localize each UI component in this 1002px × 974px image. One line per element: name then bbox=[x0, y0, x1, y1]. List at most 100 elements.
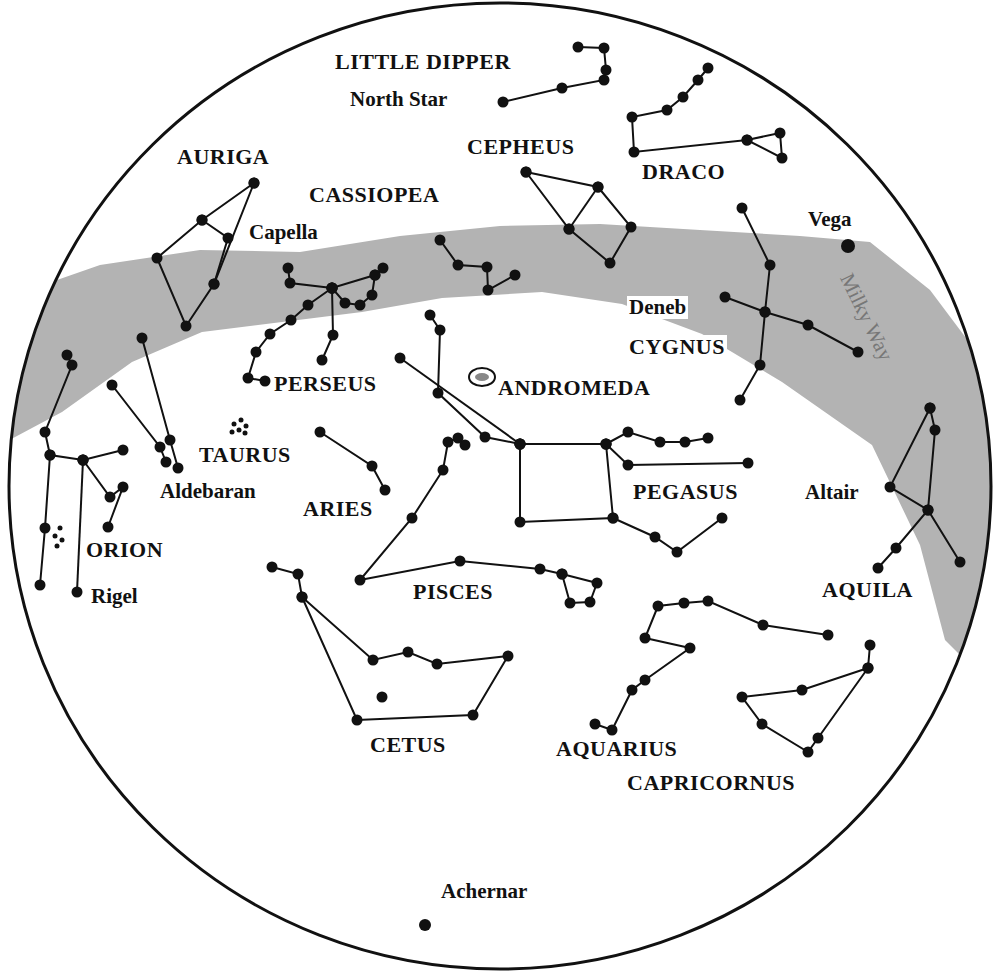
constellation-name: PISCES bbox=[411, 580, 495, 604]
star-dot bbox=[293, 569, 304, 580]
star-dot bbox=[777, 153, 788, 164]
star-dot bbox=[521, 167, 532, 178]
star-dot bbox=[564, 224, 575, 235]
star-dot bbox=[72, 587, 83, 598]
star-dot bbox=[742, 135, 753, 146]
star-dot bbox=[380, 485, 391, 496]
star-dot bbox=[601, 439, 612, 450]
star-dot bbox=[703, 596, 714, 607]
draco-lines bbox=[632, 68, 782, 158]
star-dot bbox=[608, 513, 619, 524]
auriga-lines bbox=[202, 220, 228, 284]
star-dot bbox=[923, 505, 934, 516]
star-dot bbox=[823, 630, 834, 641]
star-dot bbox=[685, 643, 696, 654]
constellation-name: AURIGA bbox=[175, 145, 271, 169]
pleiades-star bbox=[237, 428, 242, 433]
star-dot bbox=[251, 347, 262, 358]
star-dot bbox=[653, 601, 664, 612]
constellation-name: TAURUS bbox=[197, 443, 293, 467]
star-name: Altair bbox=[803, 481, 861, 504]
little-dipper-lines bbox=[503, 47, 606, 102]
star-dot bbox=[107, 380, 118, 391]
perseus-lines bbox=[332, 275, 375, 305]
star-dot bbox=[627, 112, 638, 123]
constellation-name: DRACO bbox=[640, 160, 727, 184]
star-dot bbox=[370, 270, 381, 281]
star-dot bbox=[283, 263, 294, 274]
star-dot bbox=[209, 279, 220, 290]
star-name: Deneb bbox=[627, 296, 688, 319]
star-name: Vega bbox=[806, 208, 854, 231]
pleiades-star bbox=[239, 418, 244, 423]
star-dot bbox=[367, 461, 378, 472]
star-dot bbox=[623, 460, 634, 471]
pegasus-lines bbox=[520, 444, 613, 522]
star-dot bbox=[267, 562, 278, 573]
star-dot bbox=[367, 290, 378, 301]
star-dot bbox=[297, 592, 308, 603]
star-dot bbox=[607, 725, 618, 736]
star-dot bbox=[758, 620, 769, 631]
star-dot bbox=[327, 283, 338, 294]
star-dot bbox=[515, 439, 526, 450]
star-dot bbox=[40, 523, 51, 534]
star-name: North Star bbox=[348, 88, 449, 111]
cygnus-lines bbox=[725, 297, 858, 352]
star-dot bbox=[468, 710, 479, 721]
star-dot bbox=[327, 283, 338, 294]
constellation-name: ARIES bbox=[301, 497, 375, 521]
star-dot bbox=[737, 203, 748, 214]
aries-lines bbox=[320, 432, 385, 490]
star-dot bbox=[760, 307, 771, 318]
star-dot bbox=[608, 513, 619, 524]
orion-lines bbox=[40, 455, 50, 585]
star-dot bbox=[930, 425, 941, 436]
star-dot bbox=[352, 715, 363, 726]
star-dot bbox=[435, 325, 446, 336]
star-dot bbox=[78, 455, 89, 466]
star-dot bbox=[355, 300, 366, 311]
star-dot bbox=[515, 439, 526, 450]
star-dot bbox=[693, 75, 704, 86]
star-dot bbox=[564, 224, 575, 235]
taurus-lines bbox=[112, 385, 166, 462]
star-dot bbox=[453, 260, 464, 271]
star-dot bbox=[285, 278, 296, 289]
star-dot bbox=[78, 455, 89, 466]
star-dot bbox=[327, 283, 338, 294]
star-dot bbox=[557, 569, 568, 580]
star-dot bbox=[803, 747, 814, 758]
orion-nebula-star bbox=[58, 526, 63, 531]
star-dot bbox=[455, 556, 466, 567]
star-dot bbox=[62, 350, 73, 361]
star-dot bbox=[557, 83, 568, 94]
star-dot bbox=[599, 75, 610, 86]
sky-interior bbox=[0, 224, 1002, 700]
star-dot bbox=[703, 433, 714, 444]
star-dot bbox=[286, 315, 297, 326]
constellation-name: ORION bbox=[84, 538, 165, 562]
star-dot bbox=[925, 403, 936, 414]
star-dot bbox=[757, 719, 768, 730]
milky-way-band bbox=[0, 224, 1002, 700]
cetus-lines bbox=[272, 567, 508, 720]
pleiades-star bbox=[232, 422, 237, 427]
star-dot bbox=[629, 147, 640, 158]
star-dot bbox=[679, 598, 690, 609]
star-dot bbox=[370, 270, 381, 281]
star-dot bbox=[760, 307, 771, 318]
star-dot bbox=[340, 298, 351, 309]
star-dot bbox=[498, 97, 509, 108]
star-dot bbox=[155, 442, 166, 453]
star-dot bbox=[680, 437, 691, 448]
orion-nebula-star bbox=[55, 544, 60, 549]
star-dot bbox=[152, 253, 163, 264]
aquila-lines bbox=[928, 408, 960, 562]
taurus-lines bbox=[142, 338, 178, 468]
star-dot bbox=[590, 719, 601, 730]
andromeda-lines bbox=[400, 358, 520, 444]
constellation-lines bbox=[35, 42, 966, 758]
star-dot bbox=[592, 578, 603, 589]
